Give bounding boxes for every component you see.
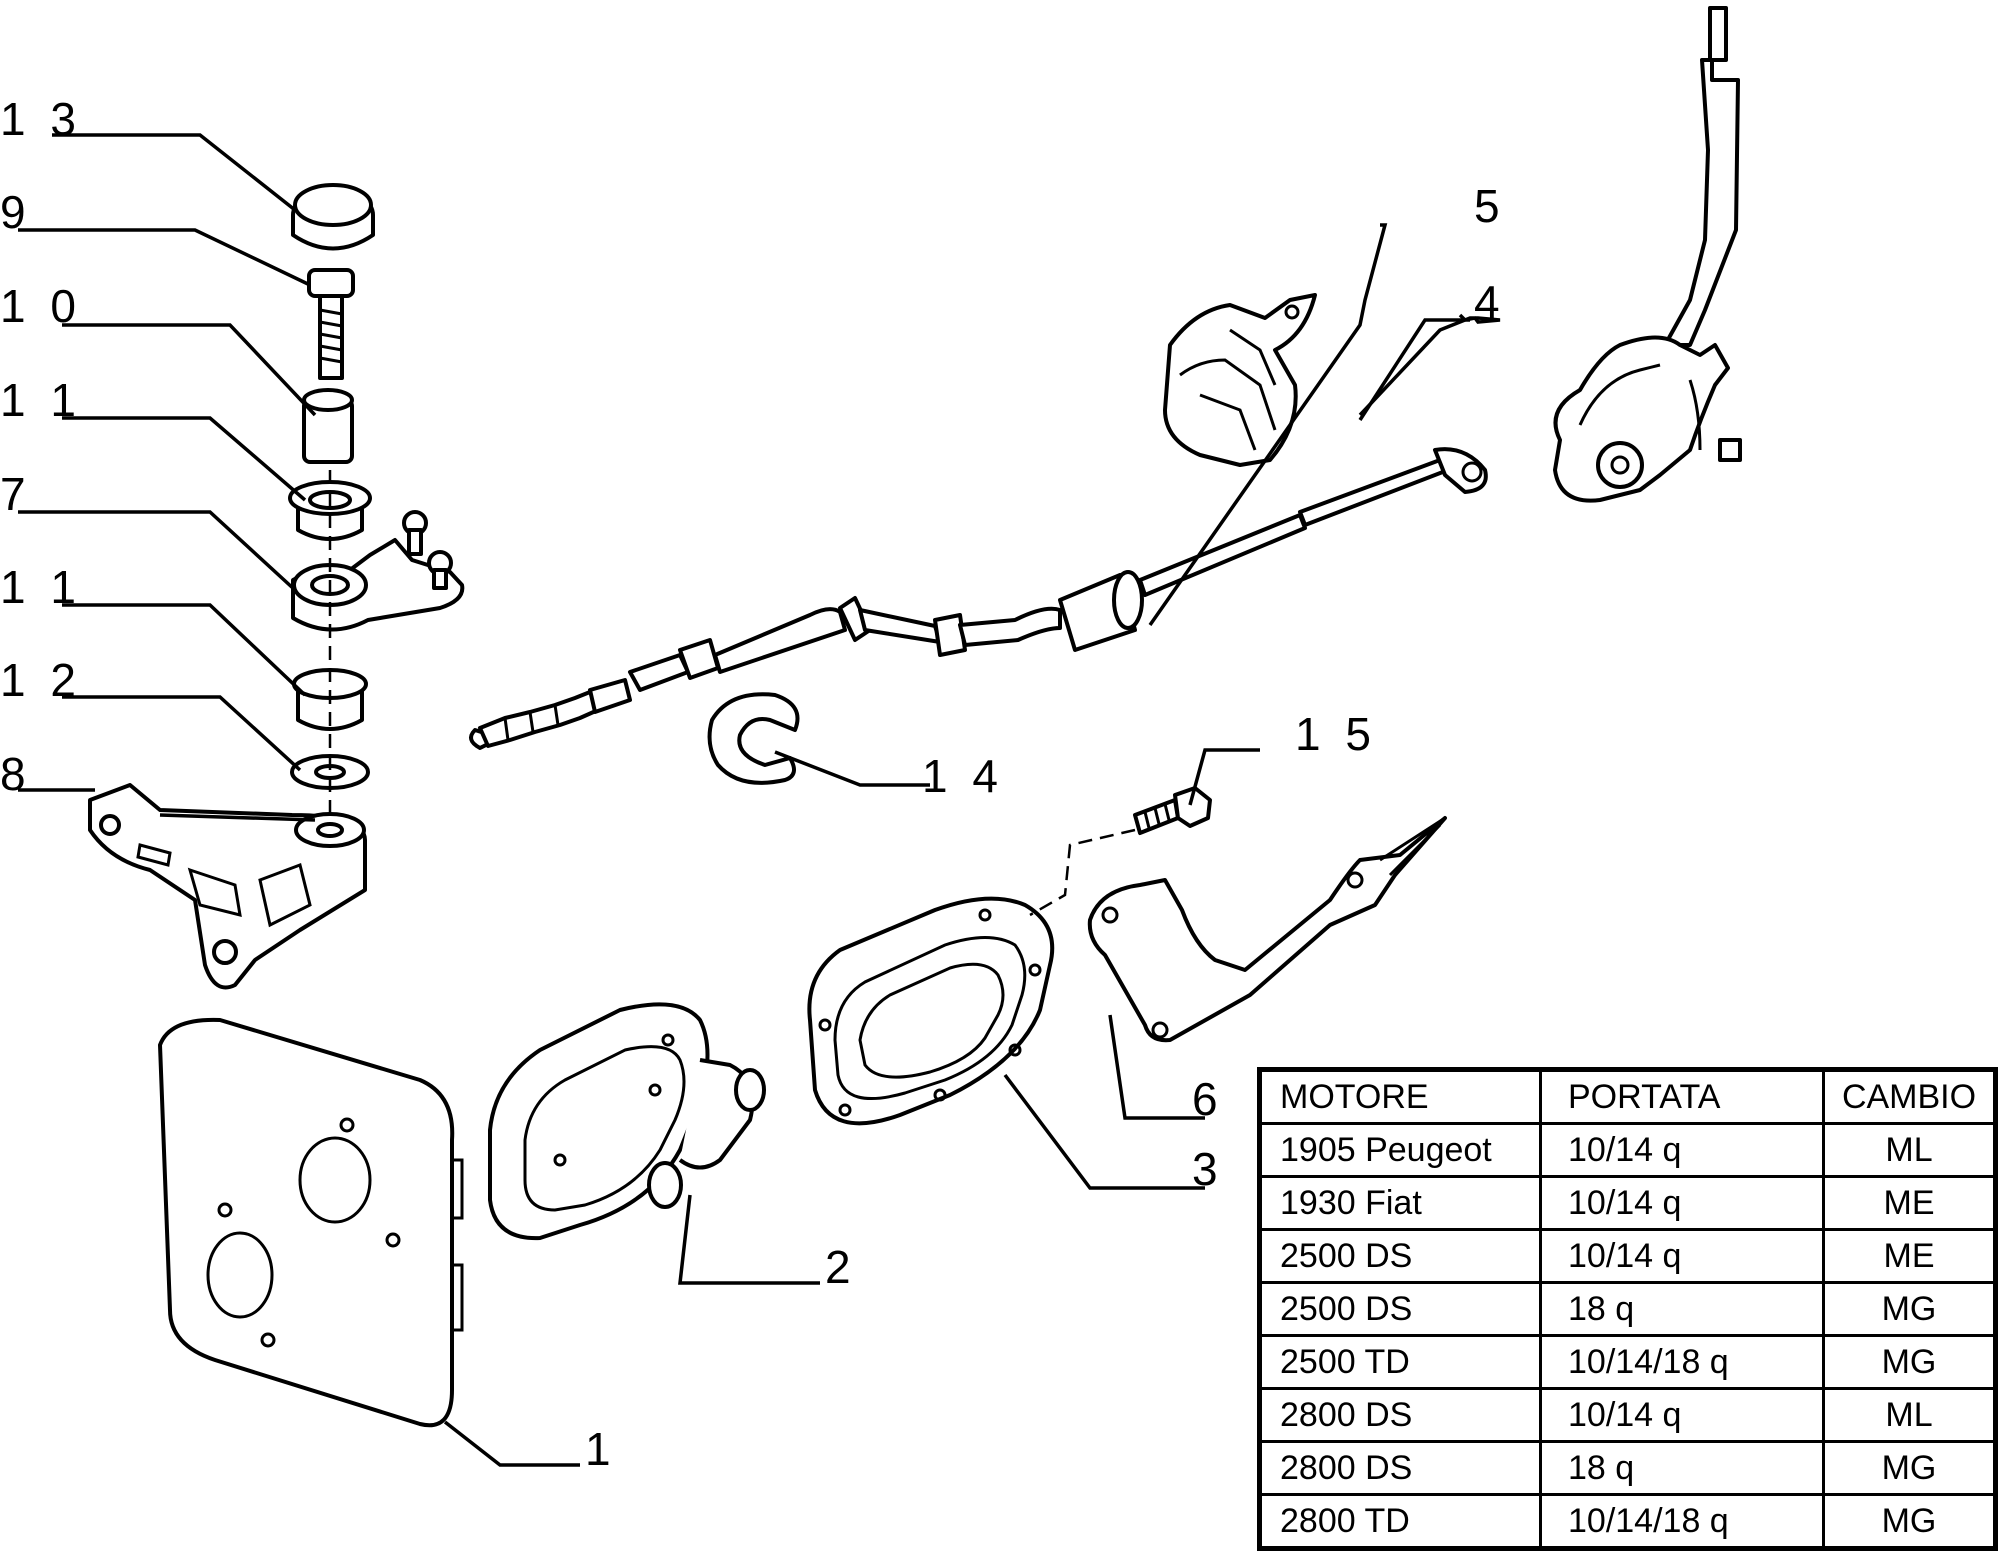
- part-13-cap: [291, 183, 375, 251]
- cell-cambio: ML: [1822, 1122, 1997, 1178]
- callout-2: 2: [825, 1241, 857, 1293]
- cell-portata: 10/14/18 q: [1539, 1334, 1825, 1390]
- cell-cambio: MG: [1822, 1334, 1997, 1390]
- header-motore: MOTORE: [1258, 1068, 1542, 1125]
- header-cambio: CAMBIO: [1822, 1068, 1997, 1125]
- cell-cambio: MG: [1822, 1493, 1997, 1550]
- callout-8: 8: [0, 748, 32, 800]
- part-5-boot: [1163, 293, 1317, 467]
- part-1-plate: [158, 1017, 464, 1428]
- cell-motore: 1905 Peugeot: [1258, 1122, 1542, 1178]
- table-row: 2500 TD 10/14/18 q MG: [1258, 1334, 1997, 1390]
- cell-portata: 10/14 q: [1539, 1175, 1825, 1231]
- table-row: 1905 Peugeot 10/14 q ML: [1258, 1122, 1997, 1178]
- cell-motore: 1930 Fiat: [1258, 1175, 1542, 1231]
- header-portata: PORTATA: [1539, 1068, 1825, 1125]
- shifter-lever-assembly: [1553, 6, 1742, 503]
- cell-portata: 10/14 q: [1539, 1387, 1825, 1443]
- cell-cambio: MG: [1822, 1281, 1997, 1337]
- part-6-bracket-arm: [1087, 816, 1447, 1043]
- callout-labels: 1 3 9 1 0 1 1 7 1 1 1 2 8 1 4 1 5 5 4 6 …: [0, 93, 1506, 1475]
- cell-motore: 2500 TD: [1258, 1334, 1542, 1390]
- table-row: 2800 DS 18 q MG: [1258, 1440, 1997, 1496]
- callout-11-lower: 1 1: [0, 561, 82, 613]
- assembly-axis-screw: [1029, 828, 1136, 917]
- callout-6: 6: [1192, 1073, 1224, 1125]
- cell-motore: 2800 TD: [1258, 1493, 1542, 1550]
- callout-9: 9: [0, 186, 32, 238]
- cell-cambio: MG: [1822, 1440, 1997, 1496]
- table-row: 2800 TD 10/14/18 q MG: [1258, 1493, 1997, 1550]
- callout-11-upper: 1 1: [0, 374, 82, 426]
- callout-4: 4: [1474, 276, 1506, 328]
- cell-motore: 2800 DS: [1258, 1440, 1542, 1496]
- cell-motore: 2500 DS: [1258, 1228, 1542, 1284]
- cell-portata: 18 q: [1539, 1440, 1825, 1496]
- cell-cambio: ME: [1822, 1228, 1997, 1284]
- cell-portata: 18 q: [1539, 1281, 1825, 1337]
- cell-motore: 2800 DS: [1258, 1387, 1542, 1443]
- callout-12: 1 2: [0, 654, 82, 706]
- cell-portata: 10/14 q: [1539, 1122, 1825, 1178]
- part-8-bracket: [88, 783, 367, 990]
- leader-lines: [18, 133, 1501, 1467]
- cell-cambio: ML: [1822, 1387, 1997, 1443]
- table-row: 2800 DS 10/14 q ML: [1258, 1387, 1997, 1443]
- cell-cambio: ME: [1822, 1175, 1997, 1231]
- callout-13: 1 3: [0, 93, 82, 145]
- part-10-sleeve: [302, 388, 354, 464]
- callout-15: 1 5: [1295, 708, 1377, 760]
- cell-motore: 2500 DS: [1258, 1281, 1542, 1337]
- engine-spec-table: MOTORE PORTATA CAMBIO 1905 Peugeot 10/14…: [1257, 1067, 1998, 1551]
- part-15-screw: [1133, 786, 1212, 835]
- table-row: 1930 Fiat 10/14 q ME: [1258, 1175, 1997, 1231]
- part-2-boot-plate: [488, 1002, 766, 1241]
- table-row: 2500 DS 10/14 q ME: [1258, 1228, 1997, 1284]
- table-header-row: MOTORE PORTATA CAMBIO: [1258, 1068, 1997, 1125]
- part-11-bushing-upper: [288, 480, 372, 541]
- callout-7: 7: [0, 468, 32, 520]
- part-4-shift-cable: [469, 447, 1488, 750]
- table-row: 2500 DS 18 q MG: [1258, 1281, 1997, 1337]
- callout-5: 5: [1474, 180, 1506, 232]
- callout-10: 1 0: [0, 280, 82, 332]
- callout-1: 1: [585, 1423, 617, 1475]
- part-3-gasket: [807, 896, 1055, 1126]
- cell-portata: 10/14/18 q: [1539, 1493, 1825, 1550]
- callout-14: 1 4: [922, 750, 1004, 802]
- part-14-clip: [707, 692, 800, 785]
- part-9-bolt: [307, 268, 355, 380]
- callout-3: 3: [1192, 1143, 1224, 1195]
- cell-portata: 10/14 q: [1539, 1228, 1825, 1284]
